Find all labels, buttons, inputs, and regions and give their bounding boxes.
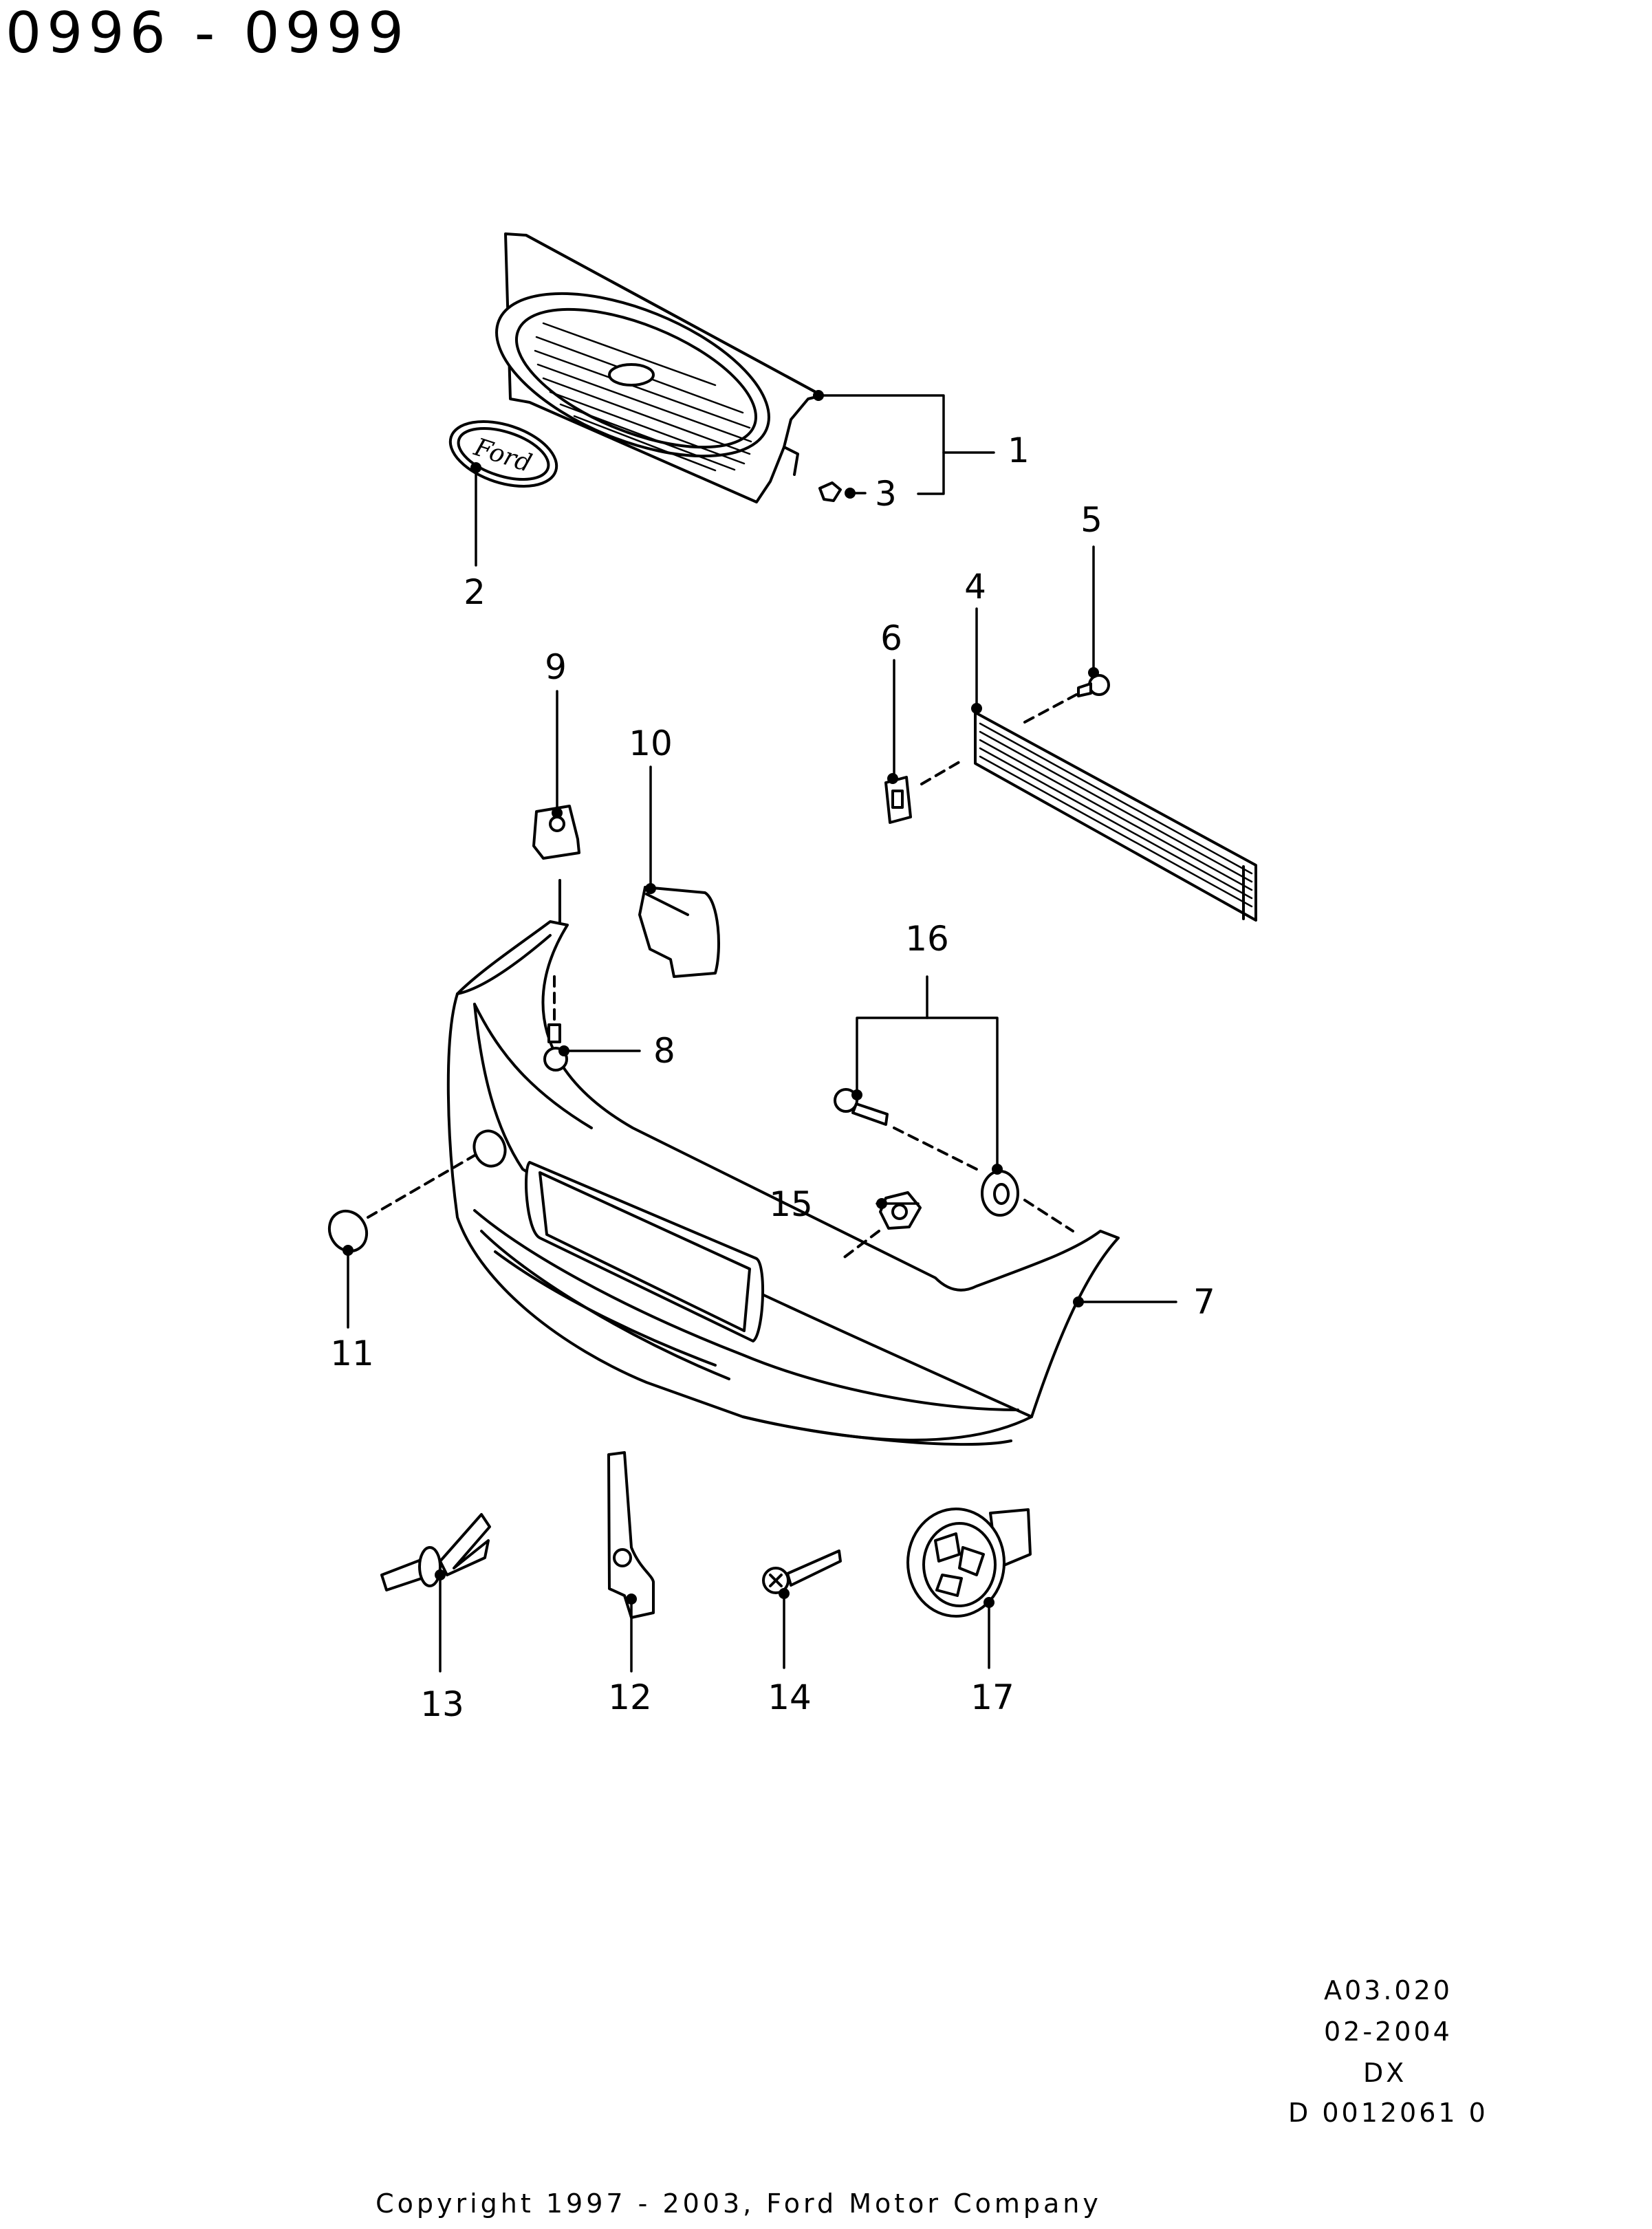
front-bumper-part: [446, 920, 1120, 1446]
callout-12: 12: [608, 1677, 652, 1717]
fastener-set-part-16: [834, 1088, 1074, 1232]
bracket-part-12: [607, 1451, 655, 1619]
callout-4: 4: [964, 567, 986, 607]
callout-1: 1: [1008, 431, 1030, 470]
callout-10: 10: [629, 724, 673, 763]
assembly-lines: [920, 693, 1078, 785]
callout-11: 11: [330, 1334, 374, 1373]
copyright-footer: Copyright 1997 - 2003, Ford Motor Compan…: [376, 2188, 1102, 2219]
push-pin-part-13: [380, 1513, 491, 1591]
diagram-reference: A03.020: [1324, 1975, 1453, 2005]
leader-dots: [343, 390, 1099, 1608]
callout-15: 15: [769, 1184, 813, 1224]
nut-part-15: [841, 1191, 922, 1260]
grille-clip-part: [818, 481, 856, 502]
clip-part-6: [884, 776, 912, 824]
clip-part-9: [532, 805, 580, 923]
absorber-part-17: [906, 1508, 1032, 1618]
callout-6: 6: [880, 618, 902, 658]
screw-part-14: [762, 1550, 842, 1594]
callout-7: 7: [1193, 1282, 1215, 1322]
radiator-grille-part: [495, 232, 823, 503]
callout-labels: 1 2 3 4 5 6 7 8 9 10 11 12 13 14 15 16 1…: [330, 431, 1215, 1724]
model-code: DX: [1363, 2058, 1407, 2088]
bracket-part-10: [638, 886, 720, 978]
callout-5: 5: [1080, 500, 1102, 540]
callout-8: 8: [653, 1031, 675, 1071]
callout-17: 17: [970, 1677, 1014, 1717]
screw-part-5: [1077, 674, 1110, 697]
bolt-part-8: [543, 975, 568, 1072]
callout-13: 13: [420, 1684, 464, 1724]
callout-16: 16: [905, 919, 949, 959]
leader-lines: [347, 394, 1177, 1673]
callout-9: 9: [545, 647, 567, 687]
cap-part-11: [327, 1154, 476, 1253]
document-number: D 0012061 0: [1288, 2098, 1488, 2128]
diagram-date: 02-2004: [1324, 2016, 1453, 2047]
callout-3: 3: [875, 474, 897, 514]
page-title: 0996 - 0999: [6, 1, 410, 66]
callout-2: 2: [464, 572, 486, 612]
parts-diagram: Ford: [327, 232, 1257, 1724]
callout-14: 14: [768, 1677, 812, 1717]
moulding-strip-part: [974, 711, 1257, 922]
